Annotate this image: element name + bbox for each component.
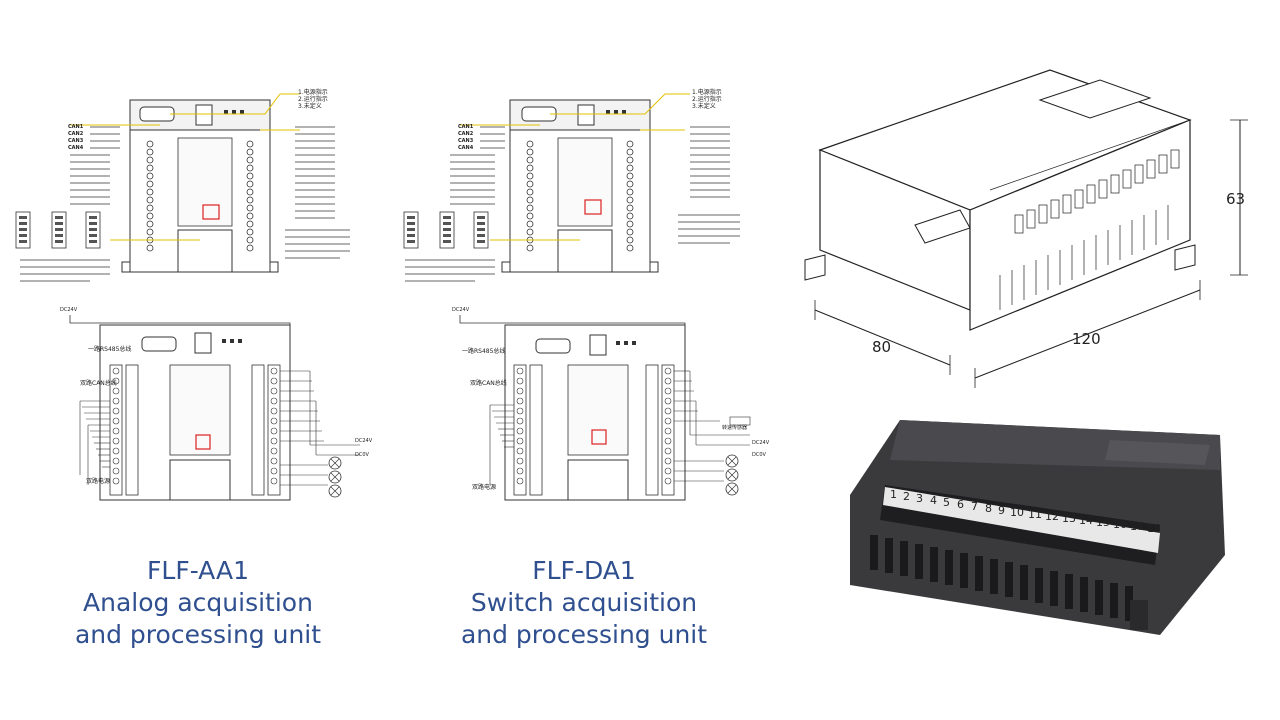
legend-item-2: 2.运行指示 bbox=[298, 96, 328, 103]
dimension-height: 63 bbox=[1226, 190, 1246, 208]
legend-item-2: 2.运行指示 bbox=[692, 96, 722, 103]
terminal-number: 3 bbox=[916, 492, 923, 505]
svg-text:CAN1: CAN1 bbox=[68, 124, 84, 130]
terminal-number: 16 bbox=[1113, 518, 1127, 531]
aa1-dc24v-top: DC24V bbox=[60, 307, 78, 313]
terminal-number: 7 bbox=[971, 500, 978, 513]
legend-item-3: 3.未定义 bbox=[298, 103, 322, 110]
da1-sensor-label: 转速传感器 bbox=[722, 425, 748, 431]
terminal-number: 9 bbox=[998, 504, 1005, 517]
da1-caption: FLF-DA1 Switch acquisition and processin… bbox=[444, 555, 724, 651]
aa1-legend: 1.电源指示 2.运行指示 3.未定义 bbox=[298, 89, 328, 110]
product-photo bbox=[850, 420, 1225, 635]
da1-model: FLF-DA1 bbox=[532, 556, 636, 585]
terminal-number: 12 bbox=[1045, 510, 1059, 523]
svg-text:CAN3: CAN3 bbox=[458, 138, 474, 144]
terminal-number: 4 bbox=[930, 494, 937, 507]
svg-text:CAN3: CAN3 bbox=[68, 138, 84, 144]
aa1-can-label: 双路CAN总线 bbox=[80, 380, 117, 387]
terminal-number: 5 bbox=[943, 496, 950, 509]
terminal-number: 18 bbox=[1147, 522, 1161, 535]
svg-text:CAN4: CAN4 bbox=[458, 145, 474, 151]
da1-wiring-diagram bbox=[459, 315, 751, 501]
da1-dc24v-right: DC24V bbox=[752, 440, 770, 446]
aa1-front-drawing: CAN1 CAN2 CAN3 CAN4 bbox=[15, 93, 350, 282]
terminal-number: 17 bbox=[1130, 520, 1144, 533]
da1-front-drawing: CAN1 CAN2 CAN3 CAN4 bbox=[403, 93, 740, 282]
aa1-rs485-label: 一路RS485总线 bbox=[88, 346, 132, 353]
legend-item-3: 3.未定义 bbox=[692, 103, 716, 110]
svg-text:CAN2: CAN2 bbox=[458, 131, 474, 137]
da1-caption-line2: and processing unit bbox=[460, 620, 708, 649]
terminal-number: 1 bbox=[890, 488, 897, 501]
aa1-caption: FLF-AA1 Analog acquisition and processin… bbox=[58, 555, 338, 651]
terminal-number: 10 bbox=[1010, 506, 1024, 519]
isometric-dimension-drawing bbox=[804, 69, 1248, 388]
terminal-number: 13 bbox=[1062, 512, 1076, 525]
da1-legend: 1.电源指示 2.运行指示 3.未定义 bbox=[692, 89, 722, 110]
terminal-number: 2 bbox=[903, 490, 910, 503]
aa1-dc0v-right: DC0V bbox=[355, 452, 369, 458]
aa1-caption-line1: Analog acquisition bbox=[83, 588, 313, 617]
svg-text:CAN2: CAN2 bbox=[68, 131, 84, 137]
da1-power-label: 双路电源 bbox=[472, 484, 497, 491]
terminal-number: 15 bbox=[1096, 516, 1110, 529]
aa1-model: FLF-AA1 bbox=[147, 556, 249, 585]
aa1-power-label: 双路电源 bbox=[86, 478, 111, 485]
svg-text:CAN4: CAN4 bbox=[68, 145, 84, 151]
legend-item-1: 1.电源指示 bbox=[298, 89, 328, 96]
da1-caption-line1: Switch acquisition bbox=[470, 588, 698, 617]
da1-dc0v-right: DC0V bbox=[752, 452, 766, 458]
da1-dc24v-top: DC24V bbox=[452, 307, 470, 313]
terminal-number: 11 bbox=[1028, 508, 1042, 521]
terminal-number: 8 bbox=[985, 502, 992, 515]
dimension-width: 80 bbox=[872, 338, 892, 356]
da1-can-label: 双路CAN总线 bbox=[470, 380, 507, 387]
terminal-number: 14 bbox=[1079, 514, 1093, 527]
da1-rs485-label: 一路RS485总线 bbox=[462, 348, 506, 355]
terminal-number: 6 bbox=[957, 498, 964, 511]
aa1-caption-line2: and processing unit bbox=[74, 620, 322, 649]
svg-text:CAN1: CAN1 bbox=[458, 124, 474, 130]
aa1-wiring-diagram bbox=[69, 315, 360, 501]
legend-item-1: 1.电源指示 bbox=[692, 89, 722, 96]
dimension-length: 120 bbox=[1072, 330, 1101, 348]
terminal-numbers: 1 2 3 4 5 6 7 8 9 10 11 12 13 14 15 16 1… bbox=[890, 488, 1161, 535]
aa1-dc24v-right: DC24V bbox=[355, 438, 373, 444]
